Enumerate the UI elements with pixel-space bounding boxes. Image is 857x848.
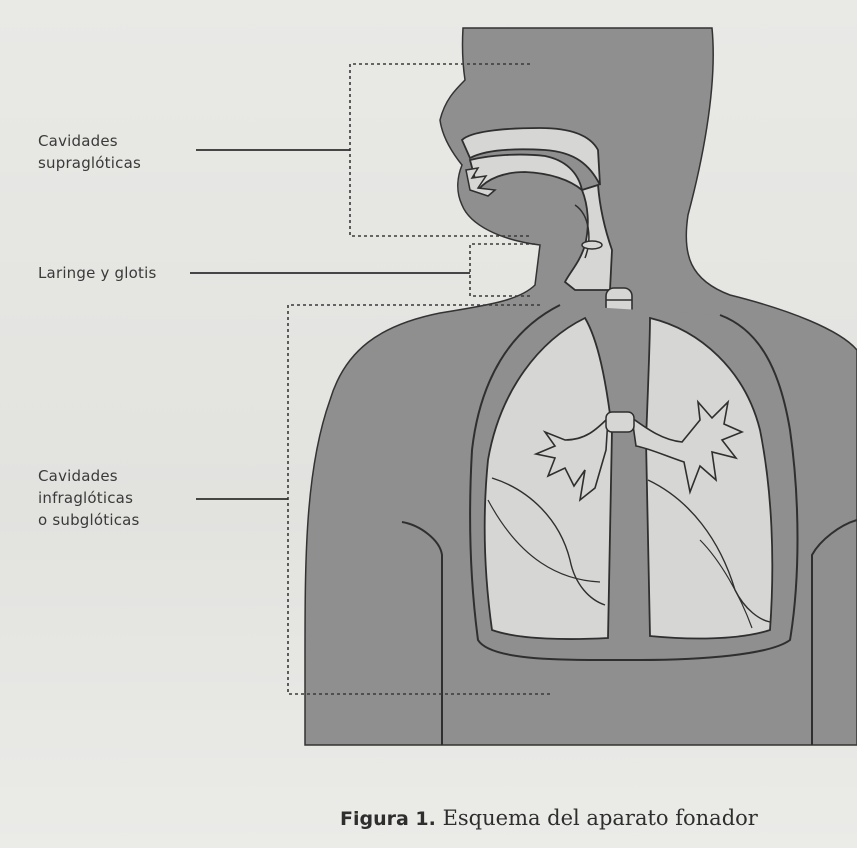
carina — [606, 412, 634, 432]
figure-caption-text: Esquema del aparato fonador — [443, 806, 758, 830]
glottis — [582, 241, 602, 249]
label-supraglottic-line-1: Cavidades — [38, 130, 141, 152]
larynx-bracket — [470, 244, 535, 296]
label-supraglottic: Cavidades supraglóticas — [38, 130, 141, 174]
figure-number: Figura 1. — [340, 808, 436, 830]
label-infraglottic-line-1: Cavidades — [38, 465, 140, 487]
figure-caption: Figura 1. Esquema del aparato fonador — [340, 806, 758, 830]
label-infraglottic: Cavidades infraglóticas o subglóticas — [38, 465, 140, 531]
label-larynx: Laringe y glotis — [38, 262, 156, 284]
label-infraglottic-line-2: infraglóticas — [38, 487, 140, 509]
label-infraglottic-line-3: o subglóticas — [38, 509, 140, 531]
label-supraglottic-line-2: supraglóticas — [38, 152, 141, 174]
label-larynx-text: Laringe y glotis — [38, 262, 156, 284]
